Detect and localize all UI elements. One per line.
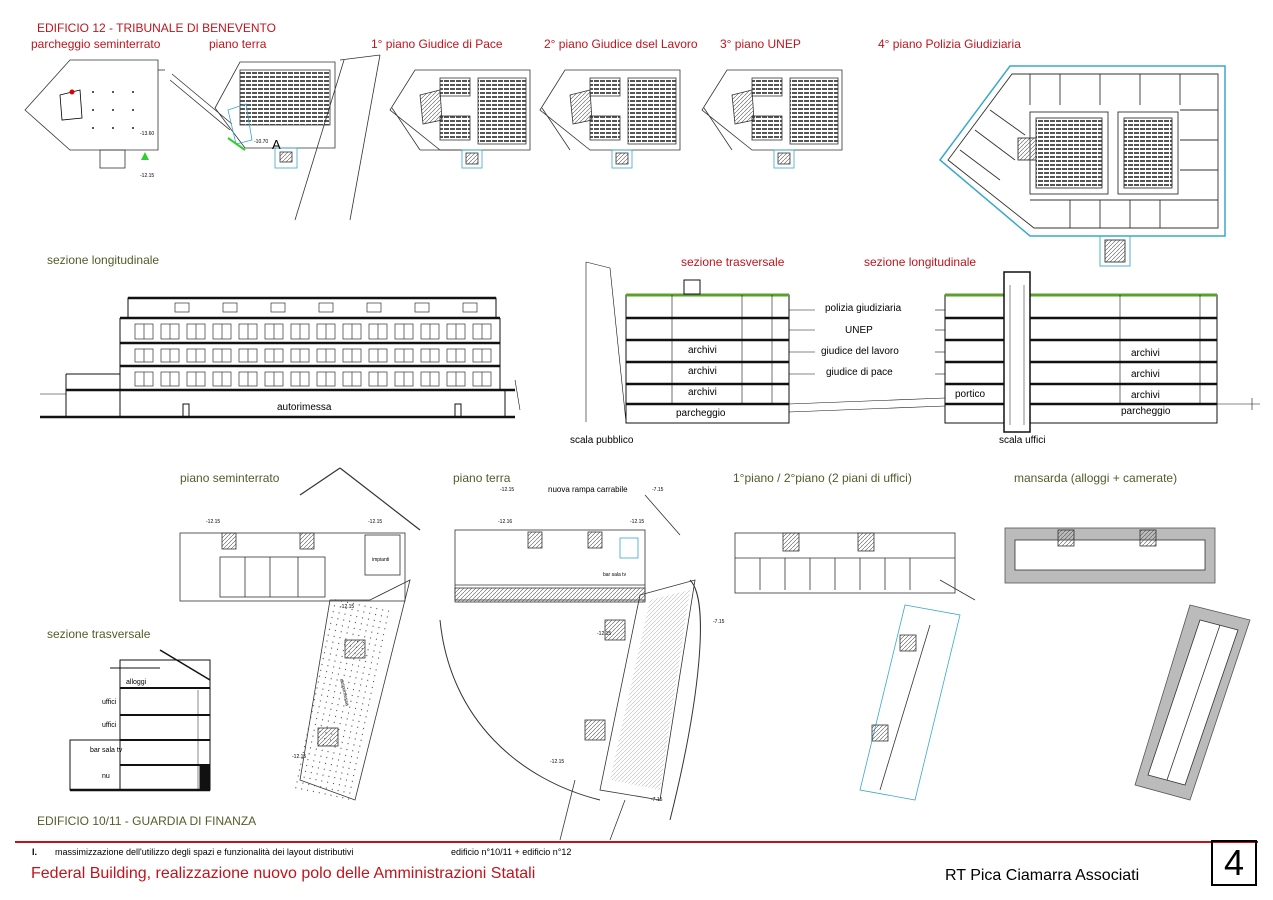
title-mansarda: mansarda (alloggi + camerate) [1014,471,1178,485]
level-b5: -12.15 [500,487,515,493]
label-scala-uffici: scala uffici [999,435,1046,446]
label-secondo-piano: 2° piano Giudice dsel Lavoro [544,37,698,51]
level-b2: -12.15 [368,519,383,525]
label-portico: portico [955,389,986,400]
label-terzo-piano: 3° piano UNEP [720,37,801,51]
label-alloggi: alloggi [126,679,147,686]
floor-giudice-lavoro: giudice del lavoro [821,346,899,357]
plan-parcheggio-seminterrato [24,59,165,169]
level-b4: -12.15 [292,754,307,760]
dormer-window [462,302,478,313]
plan-primo-secondo-piano [734,532,976,801]
label-uffici-2: uffici [102,722,117,729]
title-sezione-longitudinale-left: sezione longitudinale [47,253,160,267]
plan-secondo-piano [539,69,681,169]
footer-firm: RT Pica Ciamarra Associati [945,867,1140,884]
section-trasversale-bottom [69,649,211,792]
plan-mansarda [1004,527,1251,801]
level-b6: -7.15 [652,487,664,493]
label-archivi-r2: archivi [1131,369,1160,380]
label-nu: nu [102,773,110,780]
label-parcheggio-r: parcheggio [1121,406,1171,417]
label-archivi-r3: archivi [1131,390,1160,401]
floor-giudice-pace: giudice di pace [826,367,893,378]
label-piano-terra-top: piano terra [209,37,267,51]
level-b11: -7.15 [713,619,725,625]
label-parcheggio-seminterrato: parcheggio seminterrato [31,37,161,51]
title-piano-terra-bottom: piano terra [453,471,511,485]
title-piano-seminterrato: piano seminterrato [180,471,280,485]
level-b7: -12.16 [498,519,513,525]
level-mark-2: -12.15 [140,173,155,179]
dormer-window [318,302,334,313]
section-longitudinale-right [935,271,1260,433]
mark-a: A [272,137,281,152]
title-uffici: 1°piano / 2°piano (2 piani di uffici) [733,471,912,485]
level-b10: -12.15 [550,759,565,765]
label-archivi-c3: archivi [688,387,717,398]
section-longitudinale-left [40,296,521,419]
label-uffici-1: uffici [102,699,117,706]
dormer-window [270,302,286,313]
level-b3: -12.15 [340,604,355,610]
title-edificio-10-11: EDIFICIO 10/11 - GUARDIA DI FINANZA [37,814,257,828]
footer-num: I. [32,847,38,857]
level-mark-3: -10.70 [254,139,269,145]
label-quarto-piano: 4° piano Polizia Giudiziaria [878,37,1021,51]
label-archivi-c1: archivi [688,345,717,356]
label-bar-sala-tv-plan: bar sala tv [603,572,627,578]
title-sezione-trasversale: sezione trasversale [681,255,785,269]
section-trasversale-center [585,261,946,424]
plan-piano-terra-top [169,54,381,221]
dormer-window [222,302,238,313]
label-archivi-c2: archivi [688,366,717,377]
plan-primo-piano [389,69,531,169]
title-sezione-longitudinale-right: sezione longitudinale [864,255,977,269]
footer-project: Federal Building, realizzazione nuovo po… [31,865,536,882]
page-number: 4 [1211,840,1257,886]
dormer-window [366,302,382,313]
label-nuova-rampa: nuova rampa carrabile [548,485,628,494]
label-bar-sala-tv: bar sala tv [90,747,123,754]
label-autorimessa: autorimessa [277,402,332,413]
footer-text: massimizzazione dell'utilizzo degli spaz… [55,847,354,857]
footer-edifici: edificio n°10/11 + edificio n°12 [451,847,572,857]
label-primo-piano: 1° piano Giudice di Pace [371,37,503,51]
label-impianti: impianti [372,557,390,563]
footer-divider [15,841,1258,843]
label-parcheggio-c: parcheggio [676,408,726,419]
plan-piano-terra-bottom [439,494,701,841]
plan-terzo-piano [701,69,843,169]
floor-unep: UNEP [845,325,873,336]
label-scala-pubblico: scala pubblico [570,435,634,446]
title-sezione-trasversale-bottom: sezione trasversale [47,627,151,641]
top-title: EDIFICIO 12 - TRIBUNALE DI BENEVENTO [37,21,276,35]
level-b1: -12.15 [206,519,221,525]
level-mark-1: -13.60 [140,131,155,137]
label-archivi-r1: archivi [1131,348,1160,359]
plan-piano-seminterrato [179,467,421,805]
section-windows-left [134,302,492,387]
floor-polizia-giudiziaria: polizia giudiziaria [825,303,902,314]
level-b8: -12.15 [630,519,645,525]
dormer-window [174,302,190,313]
dormer-window [414,302,430,313]
level-b12: -7.15 [651,797,663,803]
plan-quarto-piano [938,65,1226,267]
level-b9: -12.15 [597,631,612,637]
